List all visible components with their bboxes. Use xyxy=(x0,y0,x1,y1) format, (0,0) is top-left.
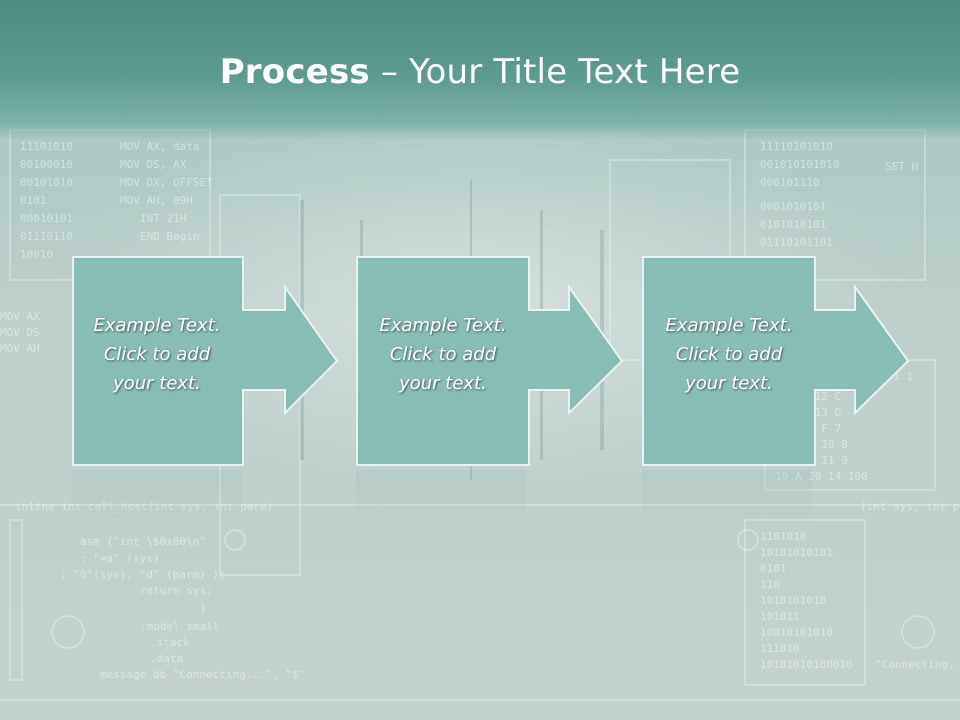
svg-text:000101110: 000101110 xyxy=(760,176,820,189)
svg-text:.data: .data xyxy=(150,652,183,665)
svg-text:: "=a" (sys): : "=a" (sys) xyxy=(80,552,159,565)
arrow-box-shape xyxy=(356,256,624,466)
svg-text:01110110: 01110110 xyxy=(20,230,73,243)
arrow-box-shape xyxy=(72,256,339,466)
arrow-box-shape xyxy=(642,256,910,466)
svg-text:10010101010: 10010101010 xyxy=(760,626,833,639)
step-text[interactable]: Example Text. Click to add your text. xyxy=(74,311,240,398)
step-line-1: Example Text. xyxy=(665,315,793,336)
svg-text:01110101101: 01110101101 xyxy=(760,236,833,249)
svg-text:10101010100010: 10101010100010 xyxy=(760,658,853,671)
step-line-2: Click to add xyxy=(675,344,783,365)
svg-text:inline int call_host(int sys,: inline int call_host(int sys, int parm) xyxy=(15,500,273,513)
svg-text:MOV DS: MOV DS xyxy=(0,326,40,339)
svg-text:: "0"(sys), "d" (parm) );: : "0"(sys), "d" (parm) ); xyxy=(60,568,226,581)
slide-title[interactable]: Process – Your Title Text Here xyxy=(0,52,960,92)
title-bold-part: Process xyxy=(219,52,370,92)
step-text[interactable]: Example Text. Click to add your text. xyxy=(360,311,526,398)
svg-text:101011: 101011 xyxy=(760,610,800,623)
svg-text:.stack: .stack xyxy=(150,636,190,649)
svg-text:10101010101: 10101010101 xyxy=(760,546,833,559)
step-line-2: Click to add xyxy=(103,344,211,365)
svg-text:MOV AX, data: MOV AX, data xyxy=(120,140,199,153)
svg-text:0001010101: 0001010101 xyxy=(760,200,826,213)
svg-text:INT 21H: INT 21H xyxy=(140,212,186,225)
step-line-1: Example Text. xyxy=(93,315,221,336)
title-rest-part: – Your Title Text Here xyxy=(369,52,741,92)
svg-text:asm ("int \$0x80\n": asm ("int \$0x80\n" xyxy=(80,535,206,548)
svg-text:00101010: 00101010 xyxy=(20,176,73,189)
svg-text:MOV DS, AX: MOV DS, AX xyxy=(120,158,187,171)
step-line-1: Example Text. xyxy=(379,315,507,336)
svg-text:110: 110 xyxy=(760,578,780,591)
svg-text:0101: 0101 xyxy=(760,562,787,575)
svg-text:111010: 111010 xyxy=(760,642,800,655)
svg-text:00100010: 00100010 xyxy=(20,158,73,171)
svg-text:1010101010: 1010101010 xyxy=(760,594,826,607)
step-text[interactable]: Example Text. Click to add your text. xyxy=(646,311,812,398)
svg-text:11110101010: 11110101010 xyxy=(760,140,833,153)
step-line-3: your text. xyxy=(399,373,487,394)
step-2-reflection xyxy=(356,470,526,530)
svg-text:00010101: 00010101 xyxy=(20,212,73,225)
svg-text:return sys;: return sys; xyxy=(140,584,213,597)
process-step-2[interactable]: Example Text. Click to add your text. xyxy=(356,256,626,466)
svg-text:(int sys, int parm): (int sys, int parm) xyxy=(860,500,960,513)
svg-text:}: } xyxy=(200,602,207,615)
svg-text:MOV AX: MOV AX xyxy=(0,310,40,323)
svg-text:10 A 20 14 100: 10 A 20 14 100 xyxy=(775,470,868,483)
svg-text:MOV AH, 09H: MOV AH, 09H xyxy=(120,194,193,207)
step-3-reflection xyxy=(642,470,812,530)
svg-text:10010: 10010 xyxy=(20,248,53,261)
step-1-reflection xyxy=(72,470,242,530)
title-band xyxy=(0,0,960,140)
svg-text:0101: 0101 xyxy=(20,194,47,207)
process-step-1[interactable]: Example Text. Click to add your text. xyxy=(72,256,342,466)
svg-text:MOV DX, OFFSET: MOV DX, OFFSET xyxy=(120,176,213,189)
svg-text:1101010: 1101010 xyxy=(760,530,806,543)
step-line-2: Click to add xyxy=(389,344,497,365)
svg-text:11101010: 11101010 xyxy=(20,140,73,153)
svg-text:001010101010: 001010101010 xyxy=(760,158,839,171)
process-step-3[interactable]: Example Text. Click to add your text. xyxy=(642,256,912,466)
svg-text:"Connecting...", "$": "Connecting...", "$" xyxy=(875,658,960,671)
svg-text:0101010101: 0101010101 xyxy=(760,218,826,231)
svg-text:message db "Connecting...", "$: message db "Connecting...", "$" xyxy=(100,668,305,681)
step-line-3: your text. xyxy=(113,373,201,394)
svg-text:SET H: SET H xyxy=(885,160,918,173)
svg-text:MOV AH: MOV AH xyxy=(0,342,40,355)
svg-text:END Begin: END Begin xyxy=(140,230,200,243)
step-line-3: your text. xyxy=(685,373,773,394)
svg-text:.model small: .model small xyxy=(140,620,219,633)
